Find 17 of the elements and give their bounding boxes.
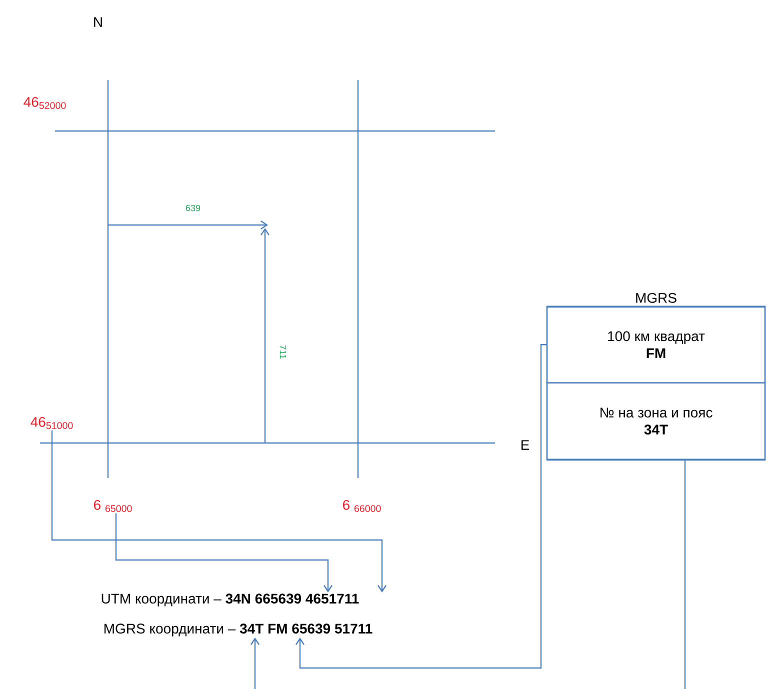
grid-label: 6 $_{65000}$ [94, 500, 132, 512]
coordinate-line: UTM координати – 34N 665639 4651711 [102, 594, 359, 606]
coordinate-line: MGRS координати – 34T FM 65639 51711 [104, 624, 372, 636]
table-cell: 100 км квадрат FM [546, 306, 766, 384]
grid-label: 6 $_{66000}$ [343, 500, 381, 512]
arrow [250, 460, 686, 689]
axis-label: E [521, 440, 530, 450]
axis-label: N [94, 17, 102, 27]
node-label: MGRS [636, 292, 676, 303]
measure-label: 639 [186, 204, 200, 212]
grid-label: 46$_{52000}$ [24, 96, 66, 110]
arrow [115, 513, 332, 592]
grid-label: 46$_{51000}$ [30, 416, 73, 430]
table-cell: № на зона и пояс 34T [546, 382, 766, 460]
arrow [51, 430, 386, 592]
arrow [296, 344, 546, 669]
measure-label: 711 [280, 345, 286, 359]
